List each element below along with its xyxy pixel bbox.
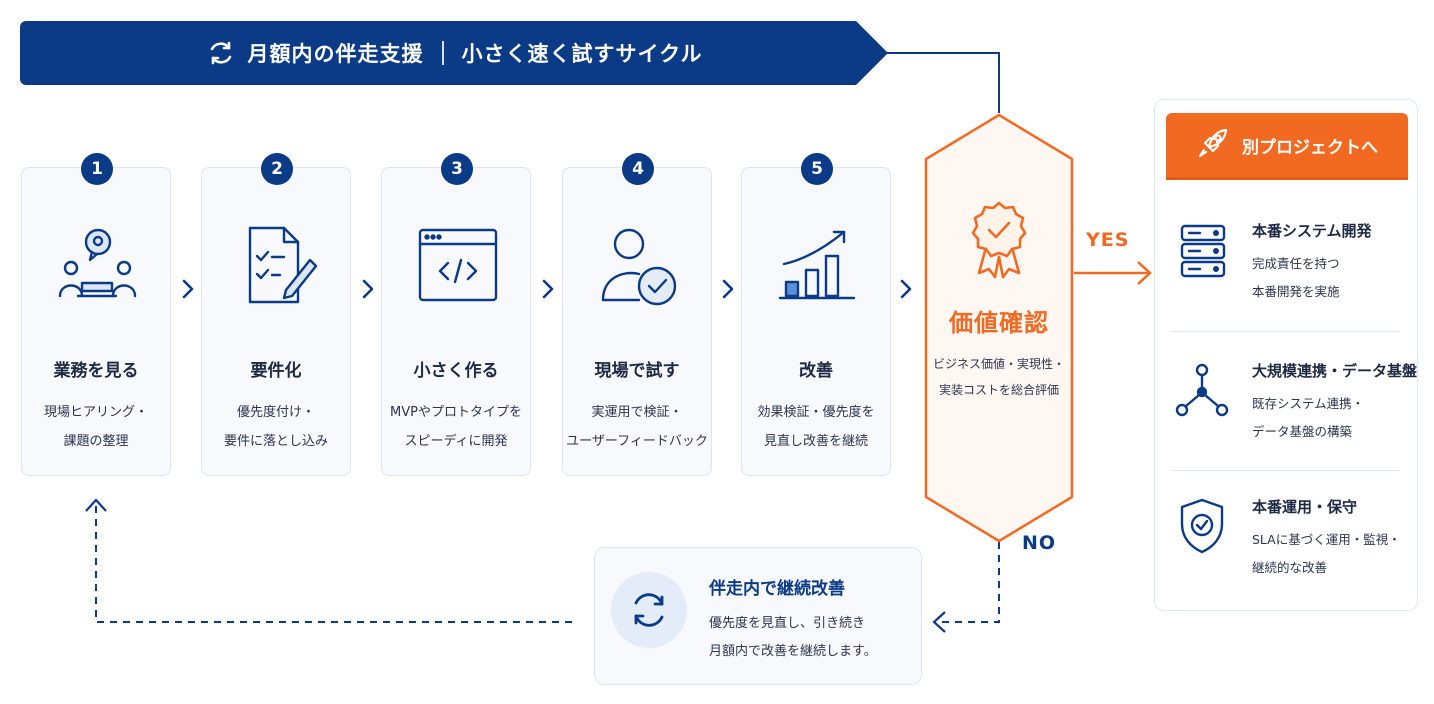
next-project-title: 別プロジェクトへ (1242, 137, 1378, 158)
step-title: 要件化 (250, 361, 302, 381)
decision-title: 価値確認 (949, 309, 1049, 337)
chevron-right-icon (898, 278, 914, 300)
step-desc-line: 課題の整理 (63, 434, 129, 449)
no-label: NO (1022, 532, 1057, 554)
loop-back-line (95, 500, 572, 623)
banner-subtitle: 小さく速く試すサイクル (461, 42, 703, 66)
chevron-right-icon (180, 278, 196, 300)
step-card-5: 5 改善 効果検証・優先度を 見直し改善を継続 (741, 153, 891, 476)
step-title: 小さく作る (413, 361, 499, 381)
step-title: 改善 (799, 361, 833, 381)
step-card-4: 4 現場で試す 実運用で検証・ ユーザーフィードバック (562, 153, 712, 476)
loop-back-arrow-head (85, 498, 107, 512)
step-title: 業務を見る (53, 361, 139, 381)
step-description: 実運用で検証・ ユーザーフィードバック (563, 398, 711, 456)
step-title: 現場で試す (594, 361, 680, 381)
next-item-desc-line: 完成責任を持つ (1252, 256, 1340, 271)
banner-connector (886, 52, 1000, 113)
banner-title: 月額内の伴走支援 (247, 42, 424, 66)
decision-desc-line: 実装コストを総合評価 (938, 383, 1059, 397)
step-number-badge: 2 (261, 153, 293, 185)
next-item-description: 完成責任を持つ 本番開発を実施 (1252, 250, 1340, 306)
step-card-1: 1 業務を見る 現場ヒアリング・ 課題の整理 (21, 153, 171, 476)
checklist-pen-icon (232, 220, 322, 310)
sync-icon (611, 572, 687, 648)
step-desc-line: スピーディに開発 (404, 434, 508, 449)
panel-divider (1172, 331, 1400, 332)
chevron-right-icon (360, 278, 376, 300)
step-number-badge: 5 (801, 153, 833, 185)
code-window-icon (412, 220, 502, 310)
step-description: 効果検証・優先度を 見直し改善を継続 (742, 398, 890, 456)
step-desc-line: 見直し改善を継続 (763, 434, 868, 449)
step-number-badge: 3 (441, 153, 473, 185)
server-icon (1172, 220, 1232, 280)
step-desc-line: 実運用で検証・ (591, 405, 683, 420)
decision-description: ビジネス価値・実現性・ 実装コストを総合評価 (924, 351, 1074, 403)
step-number-badge: 1 (81, 153, 113, 185)
no-arrow-head (932, 611, 946, 633)
step-desc-line: 効果検証・優先度を (757, 405, 875, 420)
step-description: 優先度付け・ 要件に落とし込み (202, 398, 350, 456)
loop-title: 伴走内で継続改善 (709, 579, 845, 599)
step-desc-line: 要件に落とし込み (223, 434, 328, 449)
next-item-desc-line: 本番開発を実施 (1252, 284, 1340, 299)
decision-desc-line: ビジネス価値・実現性・ (932, 357, 1065, 371)
user-check-icon (593, 220, 683, 310)
step-description: MVPやプロトタイプを スピーディに開発 (382, 398, 530, 456)
next-item-description: SLAに基づく運用・監視・ 継続的な改善 (1252, 526, 1401, 582)
next-item-title: 本番システム開発 (1252, 222, 1372, 240)
rocket-icon (1196, 126, 1230, 164)
growth-chart-icon (772, 220, 862, 310)
panel-divider (1172, 470, 1400, 471)
header-banner: 月額内の伴走支援 小さく速く試すサイクル (20, 21, 888, 85)
step-card-2: 2 要件化 優先度付け・ 要件に落とし込み (201, 153, 351, 476)
loop-description: 優先度を見直し、引き続き 月額内で改善を継続します。 (709, 610, 877, 666)
step-desc-line: 優先度付け・ (236, 405, 315, 420)
refresh-icon (206, 38, 236, 68)
award-badge-icon (967, 199, 1031, 285)
banner-divider (441, 41, 444, 65)
next-item-desc-line: 継続的な改善 (1252, 560, 1328, 575)
shield-check-icon (1172, 496, 1232, 556)
meeting-icon (52, 220, 142, 310)
chevron-right-icon (720, 278, 736, 300)
loop-desc-line: 月額内で改善を継続します。 (709, 644, 877, 659)
step-number-badge: 4 (622, 153, 654, 185)
value-check-node: 価値確認 ビジネス価値・実現性・ 実装コストを総合評価 (924, 113, 1074, 543)
next-item-description: 既存システム連携・ データ基盤の構築 (1252, 390, 1364, 446)
step-desc-line: MVPやプロトタイプを (390, 405, 522, 420)
chevron-right-icon (540, 278, 556, 300)
yes-arrow-head (1137, 261, 1152, 285)
step-desc-line: ユーザーフィードバック (566, 434, 708, 449)
loop-desc-line: 優先度を見直し、引き続き (709, 616, 866, 631)
next-item-desc-line: 既存システム連携・ (1252, 396, 1365, 411)
continuous-improvement-box: 伴走内で継続改善 優先度を見直し、引き続き 月額内で改善を継続します。 (594, 547, 922, 685)
next-item-title: 本番運用・保守 (1252, 498, 1358, 516)
next-item-title: 大規模連携・データ基盤 (1252, 362, 1418, 380)
yes-label: YES (1086, 229, 1130, 251)
next-item-desc-line: SLAに基づく運用・監視・ (1252, 532, 1401, 547)
step-description: 現場ヒアリング・ 課題の整理 (22, 398, 170, 456)
next-project-header: 別プロジェクトへ (1166, 113, 1408, 177)
step-desc-line: 現場ヒアリング・ (43, 405, 148, 420)
network-icon (1172, 360, 1232, 420)
next-item-desc-line: データ基盤の構築 (1252, 424, 1353, 439)
step-card-3: 3 小さく作る MVPやプロトタイプを スピーディに開発 (381, 153, 531, 476)
